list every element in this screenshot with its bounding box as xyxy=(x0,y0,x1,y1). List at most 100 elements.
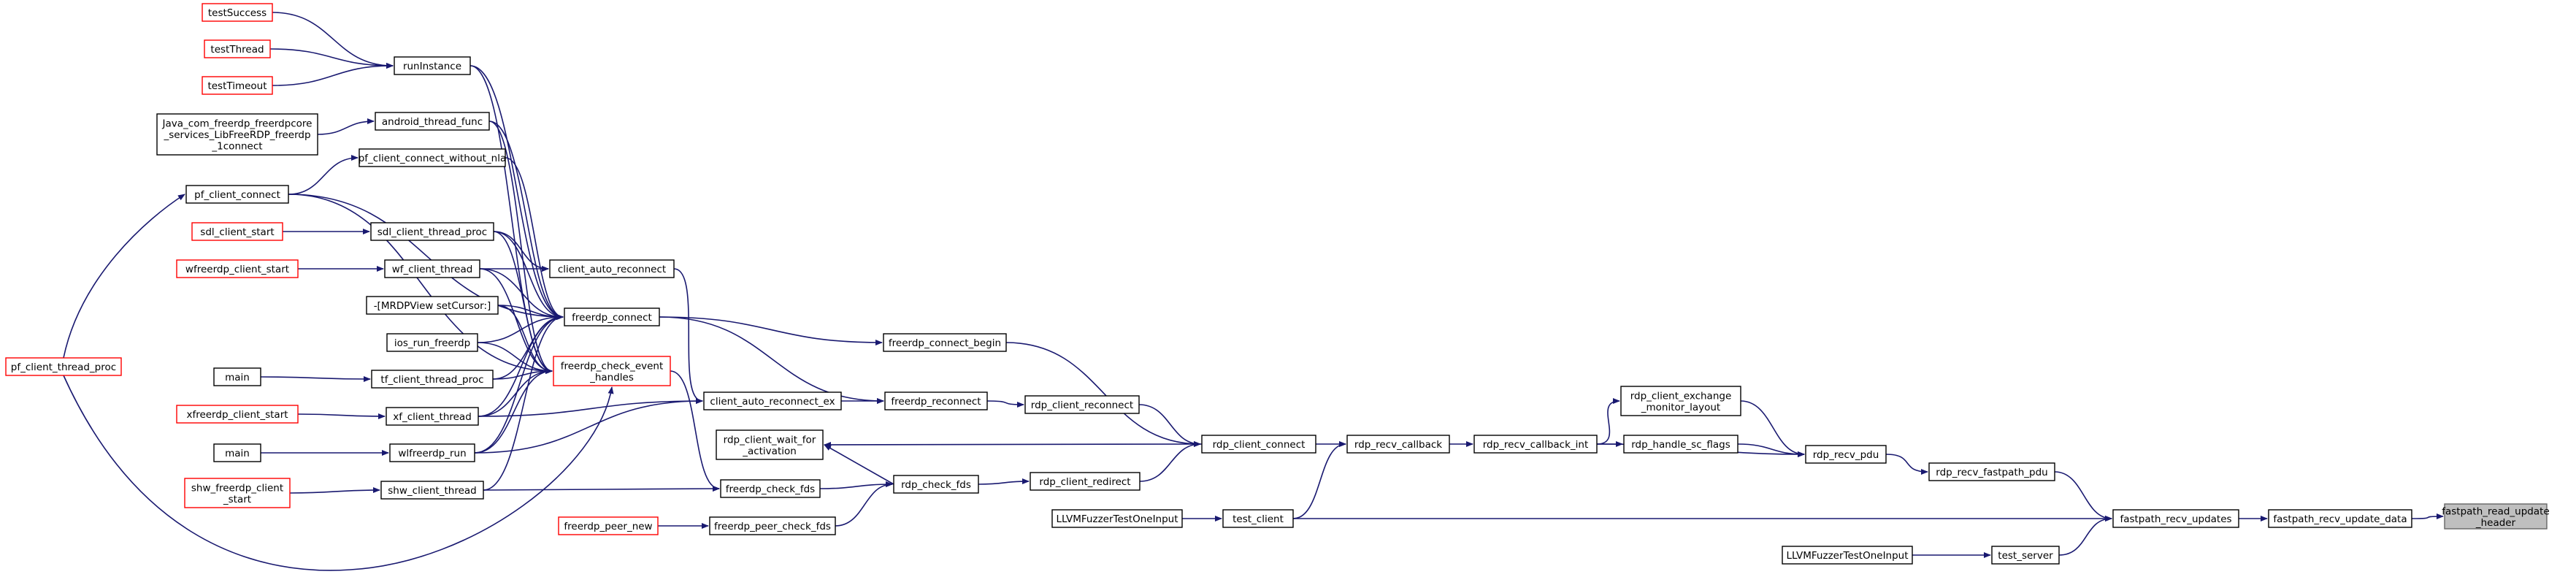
node-label: testTimeout xyxy=(207,80,267,92)
edge-xf_client_thread-to-freerdp_check_event_handles xyxy=(478,368,553,417)
node-testTimeout[interactable]: testTimeout xyxy=(202,76,273,95)
edge-rdp_recv_callback_int-to-rdp_client_exchange_monitor_layout xyxy=(1596,398,1620,445)
node-box xyxy=(2444,503,2548,530)
node-pf_client_thread_proc[interactable]: pf_client_thread_proc xyxy=(5,357,122,376)
node-freerdp_connect[interactable]: freerdp_connect xyxy=(564,307,660,326)
node-android_thread_func[interactable]: android_thread_func xyxy=(375,112,490,131)
node-testThread[interactable]: testThread xyxy=(204,39,271,58)
node-box xyxy=(366,296,499,315)
node-freerdp_connect_begin[interactable]: freerdp_connect_begin xyxy=(883,333,1007,352)
node-xfreerdp_client_start[interactable]: xfreerdp_client_start xyxy=(176,405,299,424)
node-main_2[interactable]: main xyxy=(213,443,261,462)
node-label: _activation xyxy=(742,446,797,457)
node-box xyxy=(716,429,824,460)
node-rdp_client_redirect[interactable]: rdp_client_redirect xyxy=(1030,472,1141,491)
node-tf_client_thread_proc[interactable]: tf_client_thread_proc xyxy=(371,370,494,389)
node-runInstance[interactable]: runInstance xyxy=(394,56,471,75)
edge-android_thread_func-to-freerdp_connect xyxy=(488,121,564,320)
node-label: tf_client_thread_proc xyxy=(380,374,483,386)
node-LLVMFuzzerTestOneInput_1[interactable]: LLVMFuzzerTestOneInput xyxy=(1051,509,1183,528)
node-pf_client_connect_without_nla[interactable]: pf_client_connect_without_nla xyxy=(359,148,507,167)
node-ios_run_freerdp[interactable]: ios_run_freerdp xyxy=(386,333,478,352)
node-client_auto_reconnect[interactable]: client_auto_reconnect xyxy=(549,259,675,278)
node-label: rdp_client_connect xyxy=(1213,439,1306,451)
node-box xyxy=(1928,462,2055,481)
node-pf_client_connect[interactable]: pf_client_connect xyxy=(185,185,289,204)
node-fastpath_recv_updates[interactable]: fastpath_recv_updates xyxy=(2112,509,2239,528)
node-main_1[interactable]: main xyxy=(213,367,261,386)
node-label: wlfreerdp_run xyxy=(398,448,466,459)
node-wf_client_thread[interactable]: wf_client_thread xyxy=(384,259,480,278)
edge-pf_client_thread_proc-to-freerdp_check_event_handles xyxy=(63,375,614,571)
node-label: test_server xyxy=(1998,550,2053,562)
node-rdp_recv_callback_int[interactable]: rdp_recv_callback_int xyxy=(1473,435,1598,454)
node-label: freerdp_connect_begin xyxy=(889,337,1001,349)
node-rdp_client_exchange_monitor_layout[interactable]: rdp_client_exchange_monitor_layout xyxy=(1620,386,1741,416)
node-Java_com_freerdp[interactable]: Java_com_freerdp_freerdpcore_services_Li… xyxy=(156,113,318,156)
node-rdp_client_connect[interactable]: rdp_client_connect xyxy=(1201,435,1316,454)
node-label: fastpath_read_update xyxy=(2442,505,2550,517)
node-test_client[interactable]: test_client xyxy=(1222,509,1294,528)
node-freerdp_check_event_handles[interactable]: freerdp_check_event_handles xyxy=(553,356,671,386)
node-box xyxy=(394,56,471,75)
node-box xyxy=(1222,509,1294,528)
node-freerdp_check_fds[interactable]: freerdp_check_fds xyxy=(720,479,821,498)
node-rdp_recv_pdu[interactable]: rdp_recv_pdu xyxy=(1805,445,1887,464)
node-rdp_recv_fastpath_pdu[interactable]: rdp_recv_fastpath_pdu xyxy=(1928,462,2055,481)
node-label: test_client xyxy=(1233,513,1284,525)
node-box xyxy=(202,3,273,22)
node-label: main xyxy=(225,448,250,459)
node-label: runInstance xyxy=(403,61,461,72)
node-label: rdp_client_reconnect xyxy=(1031,400,1133,411)
node-rdp_client_reconnect[interactable]: rdp_client_reconnect xyxy=(1024,395,1140,414)
edge-testTimeout-to-runInstance xyxy=(272,63,394,86)
node-rdp_check_fds[interactable]: rdp_check_fds xyxy=(893,475,979,494)
node-label: pf_client_connect xyxy=(194,189,280,201)
edge-shw_client_thread-to-freerdp_check_fds xyxy=(483,486,720,492)
node-sdl_client_start[interactable]: sdl_client_start xyxy=(191,222,283,241)
node-label: sdl_client_thread_proc xyxy=(377,226,487,238)
node-testSuccess[interactable]: testSuccess xyxy=(202,3,273,22)
edge-Java_com_freerdp-to-android_thread_func xyxy=(317,118,375,135)
node-test_server[interactable]: test_server xyxy=(1991,546,2060,565)
node-label: rdp_check_fds xyxy=(901,479,971,491)
node-wlfreerdp_run[interactable]: wlfreerdp_run xyxy=(389,443,475,462)
edge-xf_client_thread-to-freerdp_connect xyxy=(478,314,564,417)
node-label: _handles xyxy=(589,372,634,383)
node-MRDPView_setCursor[interactable]: -[MRDPView setCursor:] xyxy=(366,296,499,315)
node-fastpath_recv_update_data[interactable]: fastpath_recv_update_data xyxy=(2268,509,2412,528)
node-wfreerdp_client_start[interactable]: wfreerdp_client_start xyxy=(176,259,299,278)
node-box xyxy=(213,443,261,462)
node-box xyxy=(720,479,821,498)
node-freerdp_peer_new[interactable]: freerdp_peer_new xyxy=(558,516,659,535)
node-LLVMFuzzerTestOneInput_2[interactable]: LLVMFuzzerTestOneInput xyxy=(1782,546,1913,565)
node-rdp_recv_callback[interactable]: rdp_recv_callback xyxy=(1346,435,1450,454)
node-shw_client_thread[interactable]: shw_client_thread xyxy=(380,481,484,500)
node-label: rdp_client_wait_for xyxy=(724,434,816,446)
node-fastpath_read_update_header[interactable]: fastpath_read_update_header xyxy=(2442,503,2550,530)
node-freerdp_peer_check_fds[interactable]: freerdp_peer_check_fds xyxy=(709,516,836,535)
node-shw_freerdp_client_start[interactable]: shw_freerdp_client_start xyxy=(184,478,291,508)
node-client_auto_reconnect_ex[interactable]: client_auto_reconnect_ex xyxy=(703,391,842,410)
node-box xyxy=(184,478,291,508)
node-sdl_client_thread_proc[interactable]: sdl_client_thread_proc xyxy=(370,222,494,241)
node-label: freerdp_peer_new xyxy=(564,521,652,532)
node-box xyxy=(1201,435,1316,454)
node-label: -[MRDPView setCursor:] xyxy=(374,300,491,312)
edge-freerdp_connect-to-freerdp_reconnect xyxy=(659,316,884,404)
node-label: rdp_recv_fastpath_pdu xyxy=(1936,467,2047,478)
node-label: freerdp_check_fds xyxy=(726,484,815,495)
node-label: xfreerdp_client_start xyxy=(186,409,288,421)
node-rdp_handle_sc_flags[interactable]: rdp_handle_sc_flags xyxy=(1623,435,1739,454)
node-rdp_client_wait_for_activation[interactable]: rdp_client_wait_for_activation xyxy=(716,429,824,460)
edge-rdp_client_redirect-to-rdp_client_connect xyxy=(1139,441,1201,482)
edge-runInstance-to-freerdp_connect xyxy=(469,65,564,320)
node-xf_client_thread[interactable]: xf_client_thread xyxy=(386,407,479,426)
edge-pf_client_connect-to-freerdp_check_event_handles xyxy=(288,194,553,374)
node-box xyxy=(1473,435,1598,454)
node-freerdp_reconnect[interactable]: freerdp_reconnect xyxy=(884,391,988,410)
node-label: fastpath_recv_update_data xyxy=(2273,513,2407,525)
node-box xyxy=(558,516,659,535)
node-box xyxy=(386,407,479,426)
